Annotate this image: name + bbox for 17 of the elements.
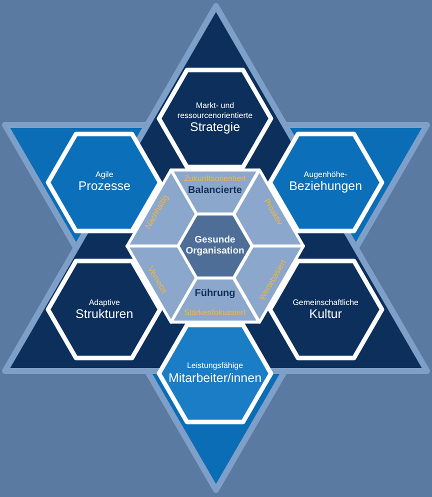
attribute-label: Stärkenfokussiert [184, 308, 246, 318]
title-text: Strategie [190, 120, 240, 136]
segment-title: Führung [194, 288, 236, 300]
title-text: Mitarbeiter/innen [168, 370, 262, 386]
segment-title: Balancierte [188, 184, 242, 197]
subtitle-text: Gemeinschaftliche [292, 298, 358, 308]
subtitle-text: Adaptive [88, 298, 120, 308]
center-title: Gesunde Organisation [186, 234, 244, 258]
subtitle-text: Agile [95, 170, 114, 180]
title-text: Strukturen [76, 307, 134, 322]
title-text: Kultur [309, 307, 342, 322]
subtitle-text: Leistungsfähige [186, 361, 244, 371]
subtitle-text: Augenhöhe- [304, 170, 348, 180]
title-text: Beziehungen [289, 179, 362, 194]
title-text: Prozesse [78, 179, 130, 194]
subtitle-text: Markt- und ressourcenorientierte [176, 101, 254, 120]
attribute-label: Zukunftsorientiert [184, 174, 246, 184]
